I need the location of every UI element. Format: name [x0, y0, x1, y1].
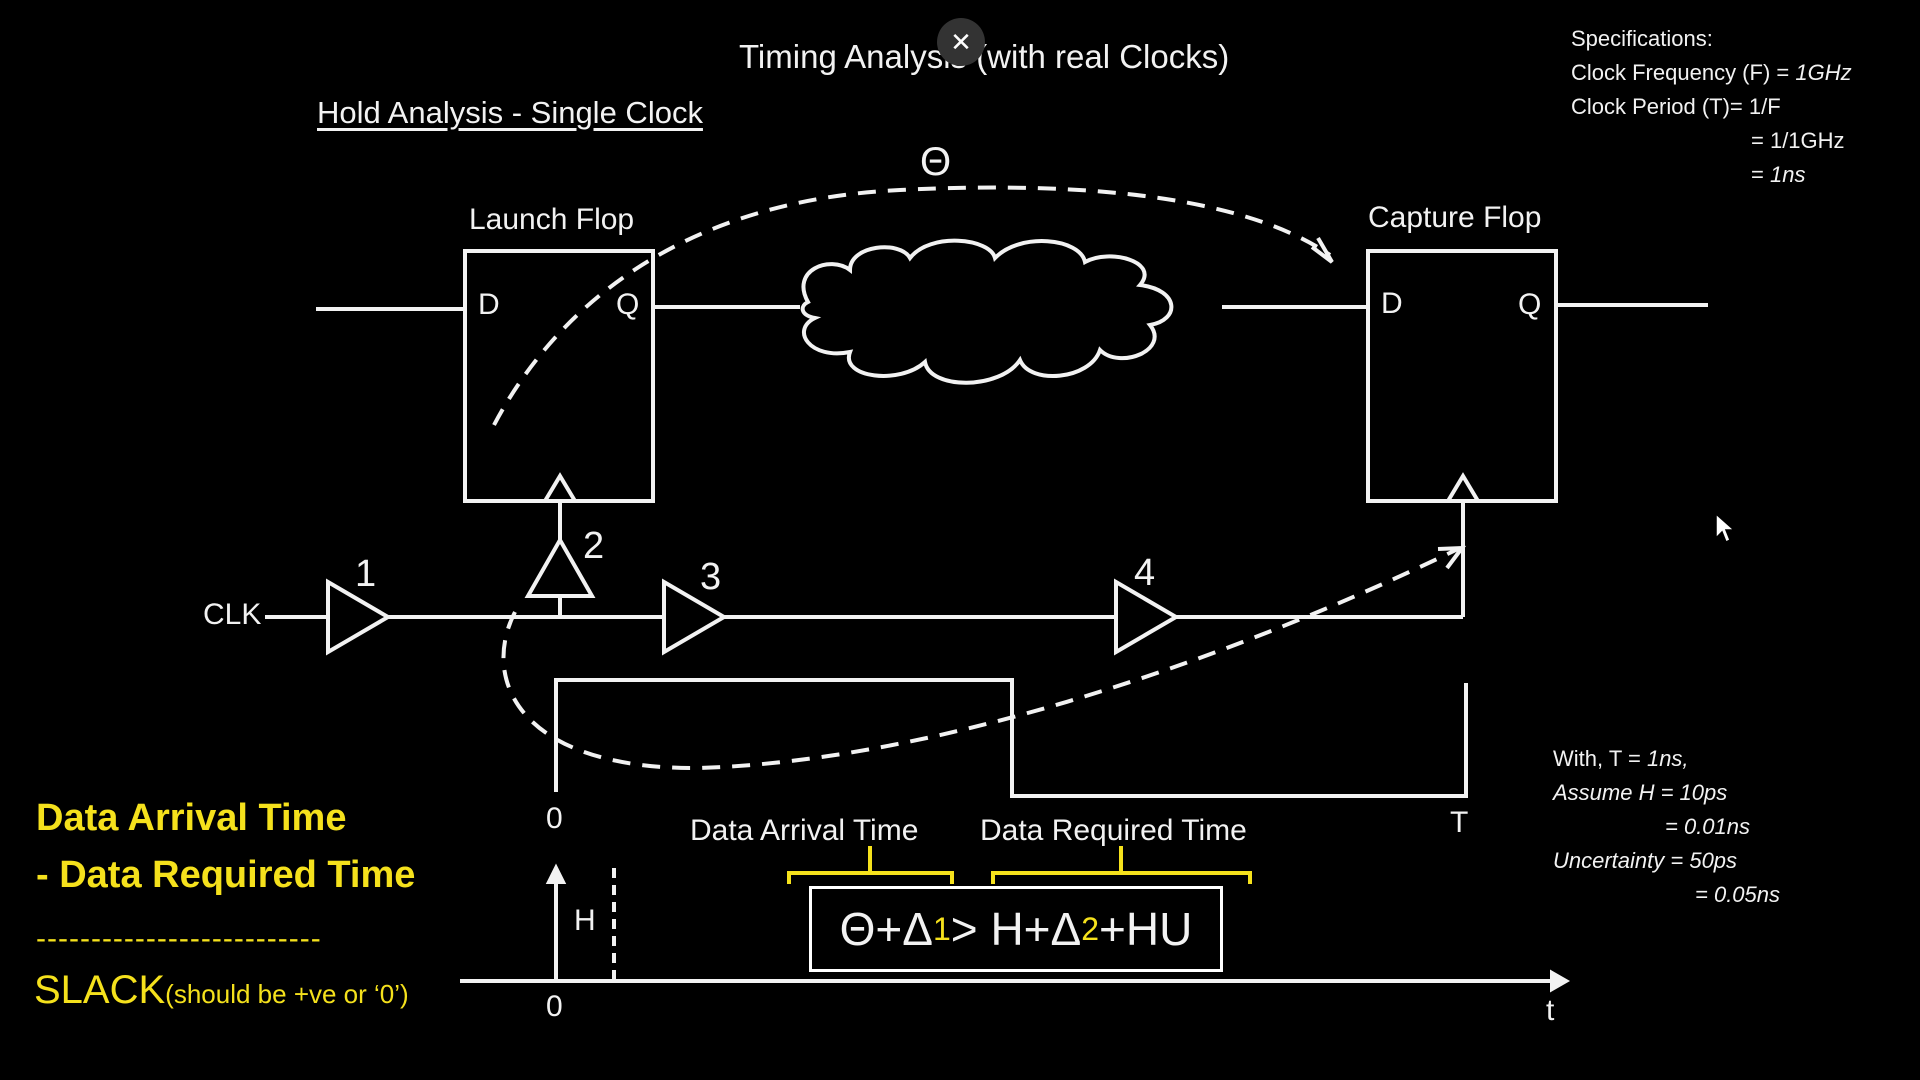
slack-divider: -------------------------- [36, 922, 322, 955]
required-brace [991, 846, 1252, 884]
assumption-h-ns: = 0.01ns [1665, 814, 1751, 839]
page-subtitle: Hold Analysis - Single Clock [317, 95, 703, 130]
buffer-4-icon [1114, 578, 1180, 656]
hold-h-label: H [574, 904, 596, 937]
waveform-zero-label: 0 [546, 802, 563, 835]
data-arrival-label: Data Arrival Time [690, 814, 919, 847]
assumptions-panel: With, T = 1ns, Assume H = 10ps = 0.01ns … [1553, 742, 1780, 912]
spec-heading: Specifications: [1571, 26, 1713, 51]
capture-flop-clock-icon [1446, 472, 1480, 503]
buffer-3-label: 3 [700, 556, 722, 598]
waveform-t-label: T [1450, 806, 1469, 839]
assumption-h: Assume H = 10ps [1553, 780, 1728, 805]
assumption-uncertainty-ns: = 0.05ns [1695, 882, 1781, 907]
arrival-brace [787, 846, 954, 884]
data-path-arrowhead-icon [1310, 236, 1334, 264]
data-path-arrow [492, 185, 1332, 426]
assumption-t: With, T = 1ns, [1553, 746, 1689, 771]
buffer-1-icon [326, 578, 392, 656]
slack-result: SLACK(should be +ve or ‘0’) [34, 968, 409, 1012]
time-axis-arrow-icon [1550, 969, 1571, 993]
spec-period: Clock Period (T)= 1/F [1571, 94, 1781, 119]
launch-flop-clock-icon [543, 472, 577, 503]
clock-path-arrow [501, 546, 1461, 771]
buffer-4-label: 4 [1134, 552, 1156, 594]
buffer-1-label: 1 [355, 553, 377, 595]
capture-flop-d: D [1381, 287, 1403, 320]
close-icon: ✕ [950, 26, 972, 57]
buffer-3-icon [662, 578, 728, 656]
theta-label: Θ [920, 140, 952, 184]
capture-flop-label: Capture Flop [1368, 201, 1542, 234]
launch-flop-label: Launch Flop [469, 203, 635, 236]
slack-arrival-line: Data Arrival Time [36, 797, 347, 839]
spec-period-value: = 1ns [1751, 162, 1806, 187]
capture-flop-q: Q [1518, 288, 1542, 321]
hold-marker-arrow-icon [545, 863, 567, 884]
clk-label: CLK [203, 598, 262, 631]
close-button[interactable]: ✕ [937, 18, 985, 66]
launch-flop-q: Q [616, 288, 640, 321]
mouse-cursor-icon [1715, 512, 1736, 544]
clock-path-arrowhead-icon [1437, 545, 1467, 570]
buffer-2-icon [524, 535, 596, 598]
axis-t-label: t [1546, 994, 1555, 1027]
spec-period-step: = 1/1GHz [1751, 128, 1845, 153]
clock-waveform [554, 678, 1468, 798]
logic-cloud-icon [800, 238, 1174, 385]
axis-zero-label: 0 [546, 990, 563, 1023]
slack-required-line: - Data Required Time [36, 854, 416, 896]
launch-flop-d: D [478, 288, 500, 321]
specifications-panel: Specifications: Clock Frequency (F) = 1G… [1571, 22, 1852, 192]
assumption-uncertainty: Uncertainty = 50ps [1553, 848, 1738, 873]
spec-frequency: Clock Frequency (F) = 1GHz [1571, 60, 1852, 85]
buffer-2-label: 2 [583, 525, 605, 567]
data-required-label: Data Required Time [980, 814, 1247, 847]
